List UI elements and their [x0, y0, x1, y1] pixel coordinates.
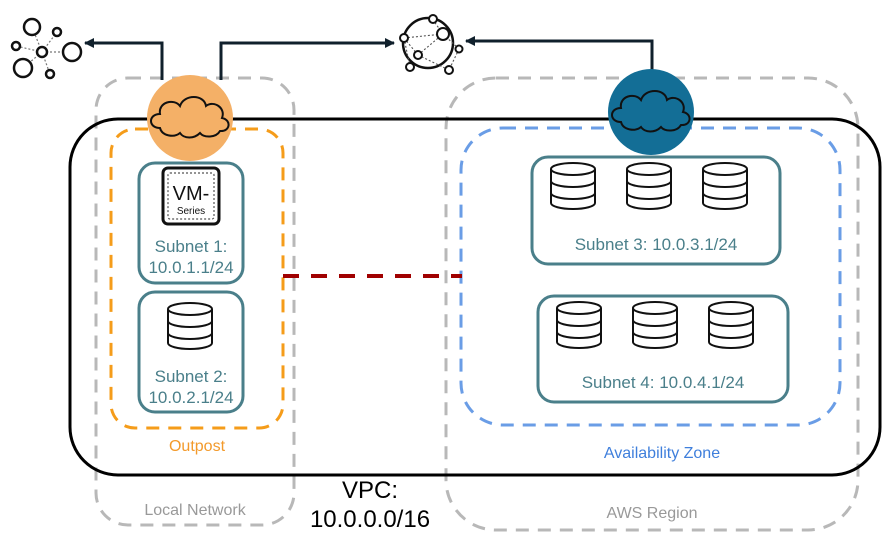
vpc-boundary [68, 117, 882, 477]
subnet-3-label: Subnet 3: 10.0.3.1/24 [574, 235, 738, 254]
availability-zone-label: Availability Zone [603, 445, 721, 462]
vpc-cidr: 10.0.0.0/16 [309, 506, 431, 533]
aws-internet-gateway[interactable] [608, 69, 694, 155]
outpost-boundary [109, 127, 285, 430]
outpost-gateway[interactable] [147, 75, 233, 161]
vm-series-icon: VM- Series [161, 166, 221, 226]
subnet-1-label: Subnet 1: 10.0.1.1/24 [139, 236, 243, 278]
database-icon [556, 301, 602, 349]
svg-text:Series: Series [177, 206, 205, 217]
subnet-4-label: Subnet 4: 10.0.4.1/24 [581, 373, 745, 392]
vpc-name: VPC: [341, 477, 398, 504]
local-network-label: Local Network [144, 502, 246, 519]
database-icon [626, 162, 672, 210]
network-nodes-icon [10, 17, 83, 80]
database-icon [167, 302, 213, 350]
database-icon [632, 301, 678, 349]
vpc-label: VPC: 10.0.0.0/16 [294, 476, 446, 534]
subnet-2-box[interactable] [137, 290, 245, 414]
subnet-1-name: Subnet 1: [154, 237, 228, 256]
aws-to-internet-arrow [465, 36, 654, 75]
subnet-2-label: Subnet 2: 10.0.2.1/24 [139, 366, 243, 408]
subnet-2-name: Subnet 2: [154, 367, 228, 386]
outpost-to-local-arrow [84, 38, 164, 80]
database-icon [550, 162, 596, 210]
globe-network-icon [399, 14, 464, 75]
database-icon [702, 162, 748, 210]
subnet-2-cidr: 10.0.2.1/24 [148, 388, 234, 407]
outpost-to-internet-arrow [219, 38, 395, 80]
outpost-label: Outpost [168, 438, 226, 455]
database-icon [708, 301, 754, 349]
aws-region-label: AWS Region [606, 505, 698, 522]
svg-text:VM-: VM- [173, 183, 210, 205]
subnet-1-cidr: 10.0.1.1/24 [148, 258, 234, 277]
